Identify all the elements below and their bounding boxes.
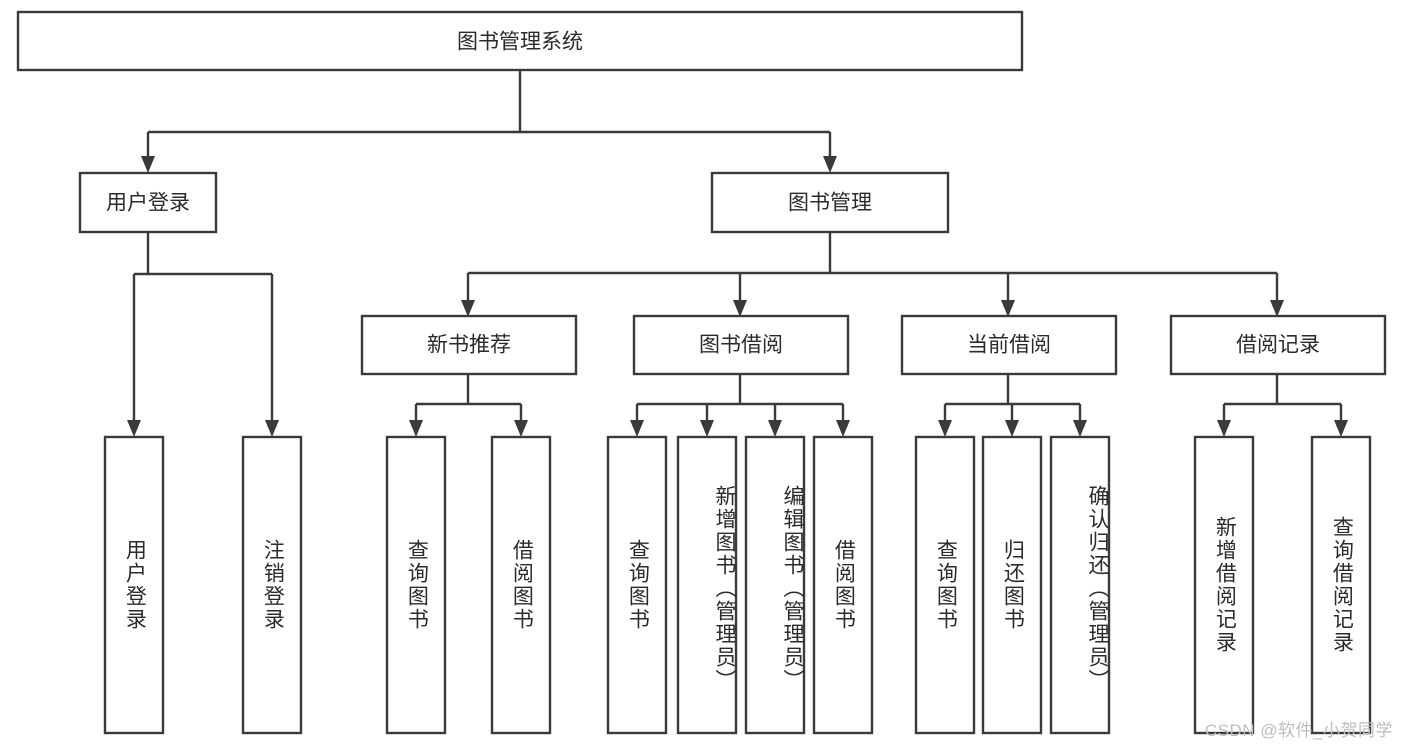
node-user-login-box[interactable] [78, 171, 218, 234]
leaf-boxes [103, 435, 1372, 735]
leaf-box-borrow-records-0[interactable] [1193, 435, 1255, 735]
leaf-box-borrow-records-1[interactable] [1310, 435, 1372, 735]
arrowhead-nb-leaf-2 [514, 420, 528, 437]
node-book-borrow-label: 图书借阅 [699, 334, 783, 357]
node-root-box[interactable] [16, 10, 1024, 72]
arrowhead-leaf-logout [265, 420, 279, 437]
arrowhead-borrow-records [1270, 300, 1284, 317]
arrowhead-cb-leaf-3 [1073, 420, 1087, 437]
node-book-manage[interactable]: 图书管理 [710, 171, 950, 234]
node-borrow-records-box[interactable] [1169, 314, 1387, 376]
node-root-label: 图书管理系统 [457, 31, 583, 54]
arrowhead-br-leaf-1 [1217, 420, 1231, 437]
leaf-box-new-book-1[interactable] [490, 435, 552, 735]
leaf-box-current-borrow-1[interactable] [981, 435, 1043, 735]
arrowhead-new-book [461, 300, 475, 317]
arrowhead-current-borrow [1001, 300, 1015, 317]
node-borrow-records[interactable]: 借阅记录 [1169, 314, 1387, 376]
arrowhead-cb-leaf-1 [938, 420, 952, 437]
node-new-book-recommend[interactable]: 新书推荐 [360, 314, 578, 376]
leaf-box-book-borrow-2[interactable] [744, 435, 806, 735]
arrowhead-bb-leaf-1 [630, 420, 644, 437]
leaf-box-new-book-0[interactable] [385, 435, 447, 735]
node-book-borrow-box[interactable] [632, 314, 850, 376]
arrowhead-bb-leaf-3 [768, 420, 782, 437]
node-new-book-recommend-box[interactable] [360, 314, 578, 376]
connectors [127, 70, 1348, 437]
watermark-text: CSDN @软件_小贺同学 [1204, 721, 1393, 740]
node-user-login-label: 用户登录 [106, 192, 190, 215]
arrowhead-book-borrow [733, 300, 747, 317]
leaf-box-book-borrow-3[interactable] [812, 435, 874, 735]
node-book-manage-label: 图书管理 [788, 192, 872, 215]
arrowhead-bb-leaf-2 [700, 420, 714, 437]
arrowhead-nb-leaf-1 [409, 420, 423, 437]
node-root[interactable]: 图书管理系统 [16, 10, 1024, 72]
arrowhead-user-login [141, 156, 155, 173]
arrowhead-leaf-user-login [127, 420, 141, 437]
arrowhead-br-leaf-2 [1334, 420, 1348, 437]
arrowhead-book-manage [823, 156, 837, 173]
node-current-borrow-label: 当前借阅 [967, 334, 1051, 357]
leaf-box-book-borrow-0[interactable] [606, 435, 668, 735]
node-book-borrow[interactable]: 图书借阅 [632, 314, 850, 376]
arrowhead-bb-leaf-4 [836, 420, 850, 437]
node-borrow-records-label: 借阅记录 [1236, 334, 1320, 357]
node-book-manage-box[interactable] [710, 171, 950, 234]
node-current-borrow[interactable]: 当前借阅 [900, 314, 1118, 376]
leaf-box-book-borrow-1[interactable] [676, 435, 738, 735]
arrowhead-cb-leaf-2 [1005, 420, 1019, 437]
node-current-borrow-box[interactable] [900, 314, 1118, 376]
node-user-login[interactable]: 用户登录 [78, 171, 218, 234]
leaf-box-user-login-1[interactable] [241, 435, 303, 735]
leaf-box-current-borrow-2[interactable] [1049, 435, 1111, 735]
leaf-box-current-borrow-0[interactable] [914, 435, 976, 735]
leaf-box-user-login-0[interactable] [103, 435, 165, 735]
node-new-book-recommend-label: 新书推荐 [427, 334, 511, 357]
